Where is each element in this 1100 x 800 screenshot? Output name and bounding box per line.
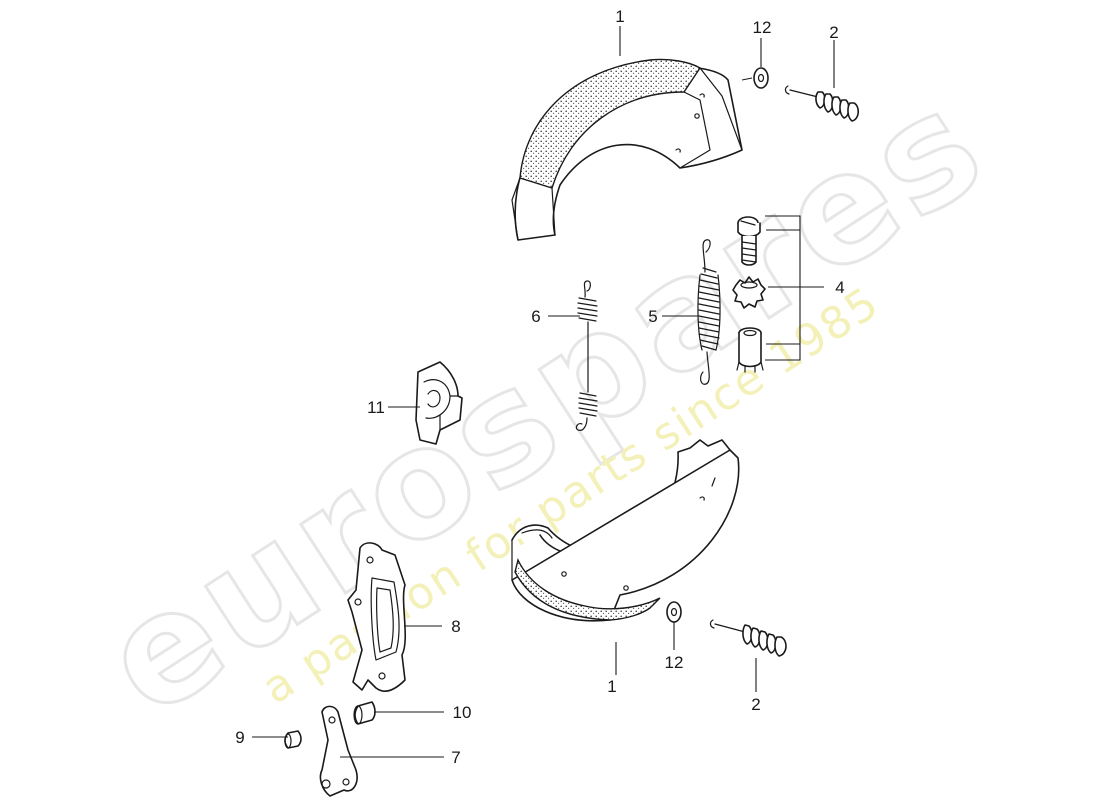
callout-2-bottom: 2 [751,695,760,714]
callout-11: 11 [367,398,385,417]
adjuster-screw [737,216,761,266]
callout-12-top: 12 [753,18,772,37]
bracket-leader [765,215,824,361]
brake-clip [415,361,463,445]
bushing [353,701,376,725]
callout-6: 6 [531,307,540,326]
adjuster-star-wheel [732,276,766,309]
hold-down-spring-upper [784,85,860,122]
hold-down-spring-lower [709,619,787,657]
callout-labels: 1 12 2 4 5 6 11 8 10 9 7 12 1 2 [235,7,844,767]
brake-shoe-upper [511,58,743,241]
parking-brake-lever [347,542,407,692]
callout-7: 7 [451,748,460,767]
adjuster-sleeve [736,327,764,373]
washer-upper [753,67,769,89]
callout-12-bottom: 12 [665,653,684,672]
callout-8: 8 [451,617,460,636]
brake-shoe-lower [511,439,740,622]
washer-lower [666,601,682,623]
return-spring-long [697,239,721,385]
callout-5: 5 [648,307,657,326]
callout-2-top: 2 [829,23,838,42]
leader-lines [252,26,835,758]
callout-10: 10 [453,703,472,722]
adjuster-assembly [732,215,824,373]
callout-4: 4 [835,278,844,297]
pin [284,730,302,749]
callout-9: 9 [235,728,244,747]
return-spring-short [575,280,598,431]
callout-1-bottom: 1 [607,677,616,696]
callout-1-top: 1 [615,7,624,26]
leader-line [741,77,753,81]
adjuster-lever [319,705,358,797]
